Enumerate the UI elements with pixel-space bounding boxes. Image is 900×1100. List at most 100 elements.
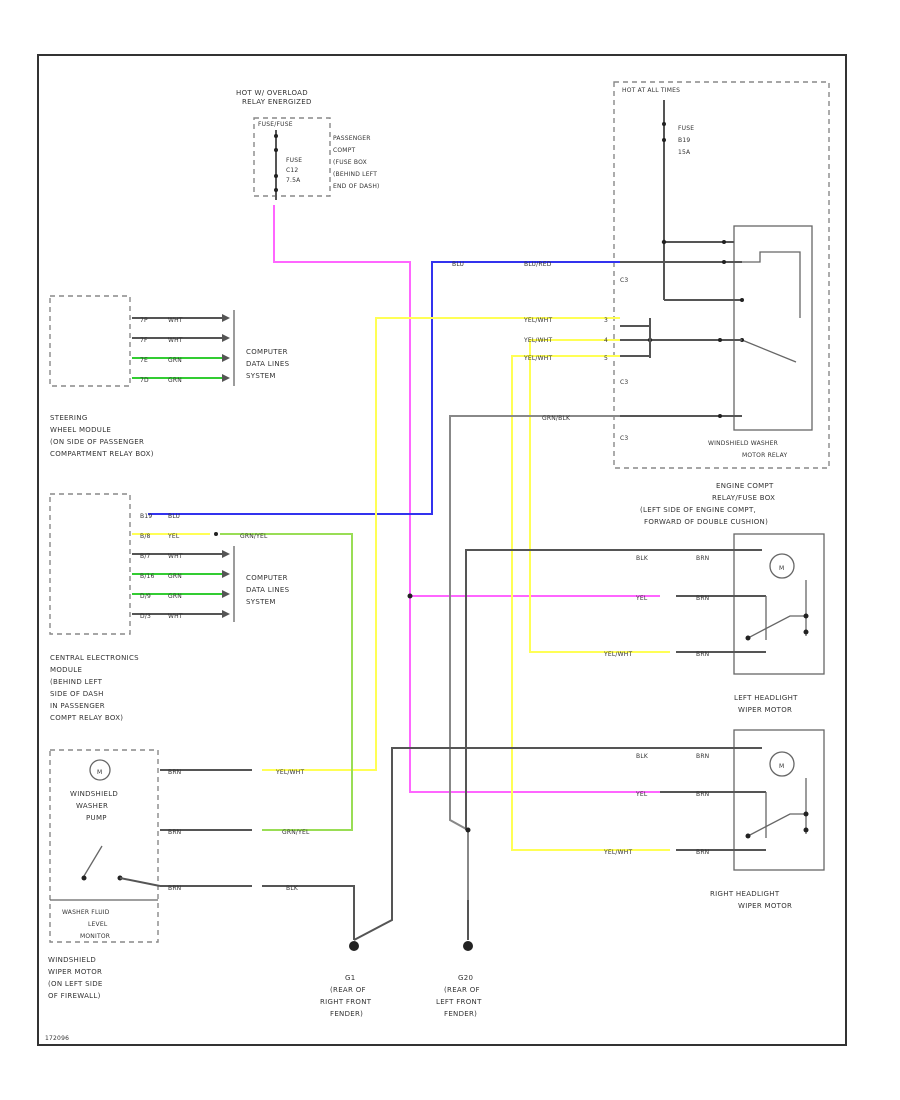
top-box-label-2: COMPT <box>333 147 356 154</box>
right-wiper-p3: BRN <box>696 849 709 856</box>
left-wiper-w1: BLK <box>636 555 649 562</box>
grey-ground-wire <box>449 415 620 940</box>
cem-wire-6: WHT <box>168 613 183 620</box>
top-relay-title-2: RELAY ENERGIZED <box>242 98 312 106</box>
right-headlight-wiper-motor: M BLK YEL YEL/WHT BRN BRN BRN RIGHT HEAD… <box>603 729 825 910</box>
wire-label-yel-wht-c: YEL/WHT <box>523 355 552 362</box>
cem-label-2: MODULE <box>50 666 82 674</box>
pin-a: 3 <box>604 317 608 324</box>
left-wiper-w3: YEL/WHT <box>603 651 632 658</box>
hot-fuse-label-2: B19 <box>678 137 690 144</box>
ground-g2-line2: LEFT FRONT <box>436 998 482 1006</box>
pump-label-3: PUMP <box>86 814 107 822</box>
cem-pin-5: D/9 <box>140 593 151 600</box>
yellow-wire-washer <box>262 317 620 771</box>
corner-code: 172096 <box>45 1035 69 1042</box>
diagram-frame <box>37 54 847 1046</box>
cem-pin-3: B/7 <box>140 553 151 560</box>
pin-c: 5 <box>604 355 608 362</box>
ground-g1-line2: RIGHT FRONT <box>320 998 372 1006</box>
right-wiper-body <box>733 729 825 871</box>
pink-power-wire <box>273 205 660 793</box>
level-label-1: WASHER FLUID <box>62 909 110 916</box>
ground-g1-line1: (REAR OF <box>330 986 366 994</box>
wire-label-blu: BLU <box>452 261 464 268</box>
ground-g2-line1: (REAR OF <box>444 986 480 994</box>
blue-wire <box>148 261 620 515</box>
right-wiper-w3: YEL/WHT <box>603 849 632 856</box>
cdl1-line1: COMPUTER <box>246 348 288 356</box>
ground-g1: G1 (REAR OF RIGHT FRONT FENDER) <box>320 941 372 1018</box>
cem-wire-2: YEL <box>167 533 180 540</box>
right-wiper-label-2: WIPER MOTOR <box>738 902 792 910</box>
wiper-motor-loc-3: (ON LEFT SIDE <box>48 980 103 988</box>
left-wiper-body <box>733 533 825 675</box>
top-relay-title-1: HOT W/ OVERLOAD <box>236 89 308 97</box>
washer-relay-label-1: WINDSHIELD WASHER <box>708 440 778 447</box>
top-fuse-label-3: 7.5A <box>286 177 301 184</box>
steering-wire-3: GRN <box>168 357 182 364</box>
cdl2-line3: SYSTEM <box>246 598 276 606</box>
washer-pump-m: M <box>97 769 102 776</box>
engine-relay-box-label: ENGINE COMPT RELAY/FUSE BOX (LEFT SIDE O… <box>640 482 775 526</box>
hot-fuse-label-1: FUSE <box>678 125 694 132</box>
steering-module-box <box>49 295 131 387</box>
cdl1-line3: SYSTEM <box>246 372 276 380</box>
yellow-wire-right-wiper <box>511 355 670 851</box>
ground-g1-line3: FENDER) <box>330 1010 363 1018</box>
steering-module: 7P 7F 7E 7D WHT WHT GRN GRN COMPUTER DAT… <box>49 295 289 458</box>
left-wiper-m: M <box>779 565 784 572</box>
right-wiper-m: M <box>779 763 784 770</box>
cem-pin-6: D/3 <box>140 613 151 620</box>
top-fuse-header: FUSE/FUSE <box>258 121 293 128</box>
engine-box-line1: ENGINE COMPT <box>716 482 774 490</box>
pump-w1: BRN <box>168 769 181 776</box>
cem-label-5: IN PASSENGER <box>50 702 105 710</box>
right-wiper-w2: YEL <box>635 791 648 798</box>
steering-label-3: (ON SIDE OF PASSENGER <box>50 438 144 446</box>
level-label-2: LEVEL <box>88 921 108 928</box>
left-wiper-p1: BRN <box>696 555 709 562</box>
pump-c3: BLK <box>286 885 299 892</box>
engine-box-line2: RELAY/FUSE BOX <box>712 494 775 502</box>
cem-box <box>49 493 131 635</box>
cem-wire-1: BLU <box>168 513 180 520</box>
pump-label-2: WASHER <box>76 802 108 810</box>
steering-wire-1: WHT <box>168 317 183 324</box>
top-fuse-label-2: C12 <box>286 167 298 174</box>
left-wiper-p2: BRN <box>696 595 709 602</box>
top-fuse-group: HOT W/ OVERLOAD RELAY ENERGIZED FUSE/FUS… <box>236 89 380 200</box>
cem-label-6: COMPT RELAY BOX) <box>50 714 123 722</box>
right-wiper-p1: BRN <box>696 753 709 760</box>
pin-b: 4 <box>604 337 608 344</box>
cem-wire-5: GRN <box>168 593 182 600</box>
left-wiper-ground-wire <box>465 549 670 830</box>
cem-label-3: (BEHIND LEFT <box>50 678 103 686</box>
wire-label-blu-red: BLU/RED <box>524 261 552 268</box>
pump-c2: GRN/YEL <box>282 829 310 836</box>
cdl2-line2: DATA LINES <box>246 586 290 594</box>
steering-wire-2: WHT <box>168 337 183 344</box>
cem-label-1: CENTRAL ELECTRONICS <box>50 654 139 662</box>
cem-module: GRN/YEL B19 B/8 B/7 B/16 D/9 D/3 BLU YEL… <box>49 493 353 831</box>
left-wiper-label-1: LEFT HEADLIGHT <box>734 694 798 702</box>
washer-relay-label-2: MOTOR RELAY <box>742 452 787 459</box>
top-box-label-1: PASSENGER <box>333 135 371 142</box>
ground-g2: G20 (REAR OF LEFT FRONT FENDER) <box>436 900 482 1018</box>
cem-wire-4: GRN <box>168 573 182 580</box>
right-wiper-ground-wire <box>353 747 670 941</box>
cem-grn-yel: GRN/YEL <box>240 533 268 540</box>
wiper-motor-loc-1: WINDSHIELD <box>48 956 96 964</box>
steering-label-1: STEERING <box>50 414 88 422</box>
right-wiper-w1: BLK <box>636 753 649 760</box>
top-box-label-5: END OF DASH) <box>333 183 380 190</box>
left-headlight-wiper-motor: M BLK YEL YEL/WHT BRN BRN BRN LEFT HEADL… <box>603 533 825 714</box>
pump-w3: BRN <box>168 885 181 892</box>
engine-box-line4: FORWARD OF DOUBLE CUSHION) <box>644 518 768 526</box>
steering-label-2: WHEEL MODULE <box>50 426 111 434</box>
steering-label-4: COMPARTMENT RELAY BOX) <box>50 450 154 458</box>
washer-relay-body <box>733 225 813 431</box>
right-wiper-label-1: RIGHT HEADLIGHT <box>710 890 780 898</box>
hot-fuse-box <box>613 81 830 469</box>
